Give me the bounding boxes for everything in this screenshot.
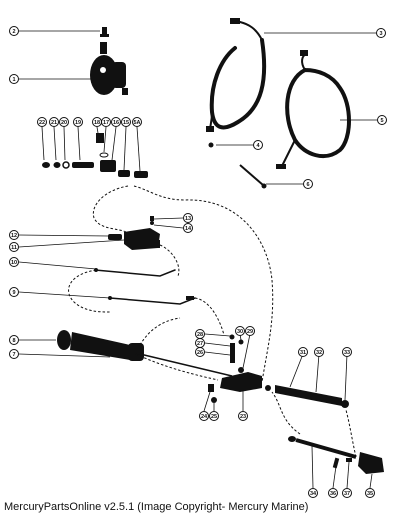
part-5-hose: [276, 50, 351, 169]
callout-26: 26: [195, 347, 205, 357]
svg-text:34: 34: [310, 491, 317, 497]
svg-text:29: 29: [247, 329, 253, 335]
svg-text:5A: 5A: [133, 120, 140, 126]
callout-29: 29: [245, 326, 255, 336]
part-2-fitting: [100, 27, 109, 37]
callout-22: 22: [37, 117, 47, 127]
svg-text:22: 22: [39, 120, 45, 126]
leader-lines: [18, 30, 377, 489]
svg-text:4: 4: [256, 143, 260, 149]
callout-2: 2: [9, 26, 19, 36]
svg-text:35: 35: [367, 491, 373, 497]
svg-text:7: 7: [12, 352, 15, 358]
svg-text:1: 1: [12, 77, 15, 83]
svg-text:23: 23: [240, 414, 246, 420]
part-3-hose: [206, 18, 267, 132]
callout-33: 33: [342, 347, 352, 357]
svg-text:30: 30: [237, 329, 243, 335]
svg-text:9: 9: [12, 290, 15, 296]
callout-5a: 5A: [132, 117, 142, 127]
callout-12: 12: [9, 230, 19, 240]
callout-28: 28: [195, 329, 205, 339]
svg-text:31: 31: [300, 350, 306, 356]
callout-30: 30: [235, 326, 245, 336]
parts-23-30-bracket: [208, 334, 262, 403]
svg-text:2: 2: [12, 29, 15, 35]
svg-text:17: 17: [103, 120, 109, 126]
exploded-parts-diagram: 1 2 3 4 5 6 7 8 9 10 11 12 13 14 22 21 2…: [9, 18, 387, 498]
svg-text:16: 16: [113, 120, 119, 126]
callout-21: 21: [49, 117, 59, 127]
callout-10: 10: [9, 257, 19, 267]
svg-text:14: 14: [185, 226, 192, 232]
svg-text:21: 21: [51, 120, 57, 126]
svg-text:28: 28: [197, 332, 203, 338]
svg-text:33: 33: [344, 350, 350, 356]
part-6-rod: [239, 164, 267, 189]
svg-text:20: 20: [61, 120, 67, 126]
callout-6: 6: [303, 179, 313, 189]
callout-31: 31: [298, 347, 308, 357]
callout-32: 32: [314, 347, 324, 357]
parts-31-33-tube: [265, 385, 349, 408]
svg-text:6: 6: [306, 182, 309, 188]
callout-16: 16: [111, 117, 121, 127]
parts-7-8-cylinder: [57, 330, 233, 377]
callout-7: 7: [9, 349, 19, 359]
svg-text:27: 27: [197, 341, 203, 347]
parts-11-14-valve: [108, 216, 160, 250]
callout-13: 13: [183, 213, 193, 223]
callout-8: 8: [9, 335, 19, 345]
svg-text:36: 36: [330, 491, 336, 497]
dashed-hose-routing: [68, 185, 357, 458]
svg-text:5: 5: [380, 118, 383, 124]
callout-9: 9: [9, 287, 19, 297]
parts-15-22-seals: [42, 133, 148, 178]
callout-15: 15: [121, 117, 131, 127]
callout-25: 25: [209, 411, 219, 421]
callout-17: 17: [101, 117, 111, 127]
svg-text:32: 32: [316, 350, 322, 356]
parts-34-37-rod: [288, 436, 384, 474]
callout-5: 5: [377, 115, 387, 125]
parts-9-10-tubes: [94, 268, 196, 305]
svg-text:3: 3: [379, 31, 382, 37]
callout-1: 1: [9, 74, 19, 84]
callout-23: 23: [238, 411, 248, 421]
callout-4: 4: [253, 140, 263, 150]
svg-text:12: 12: [11, 233, 17, 239]
svg-text:37: 37: [344, 491, 350, 497]
copyright-caption: MercuryPartsOnline v2.5.1 (Image Copyrig…: [4, 501, 309, 513]
svg-text:10: 10: [11, 260, 17, 266]
callout-19: 19: [73, 117, 83, 127]
callout-18: 18: [92, 117, 102, 127]
svg-text:25: 25: [211, 414, 217, 420]
callout-27: 27: [195, 338, 205, 348]
svg-text:18: 18: [94, 120, 100, 126]
svg-text:19: 19: [75, 120, 81, 126]
callout-11: 11: [9, 242, 19, 252]
callout-14: 14: [183, 223, 193, 233]
part-4-clip: [208, 142, 214, 148]
callout-24: 24: [199, 411, 209, 421]
callout-36: 36: [328, 488, 338, 498]
svg-text:24: 24: [201, 414, 208, 420]
callout-3: 3: [376, 28, 386, 38]
svg-text:15: 15: [123, 120, 129, 126]
callout-34: 34: [308, 488, 318, 498]
callout-35: 35: [365, 488, 375, 498]
callout-37: 37: [342, 488, 352, 498]
svg-text:26: 26: [197, 350, 203, 356]
svg-text:13: 13: [185, 216, 191, 222]
svg-text:11: 11: [11, 245, 17, 251]
part-1-pump: [90, 42, 128, 95]
svg-text:8: 8: [12, 338, 15, 344]
callout-20: 20: [59, 117, 69, 127]
